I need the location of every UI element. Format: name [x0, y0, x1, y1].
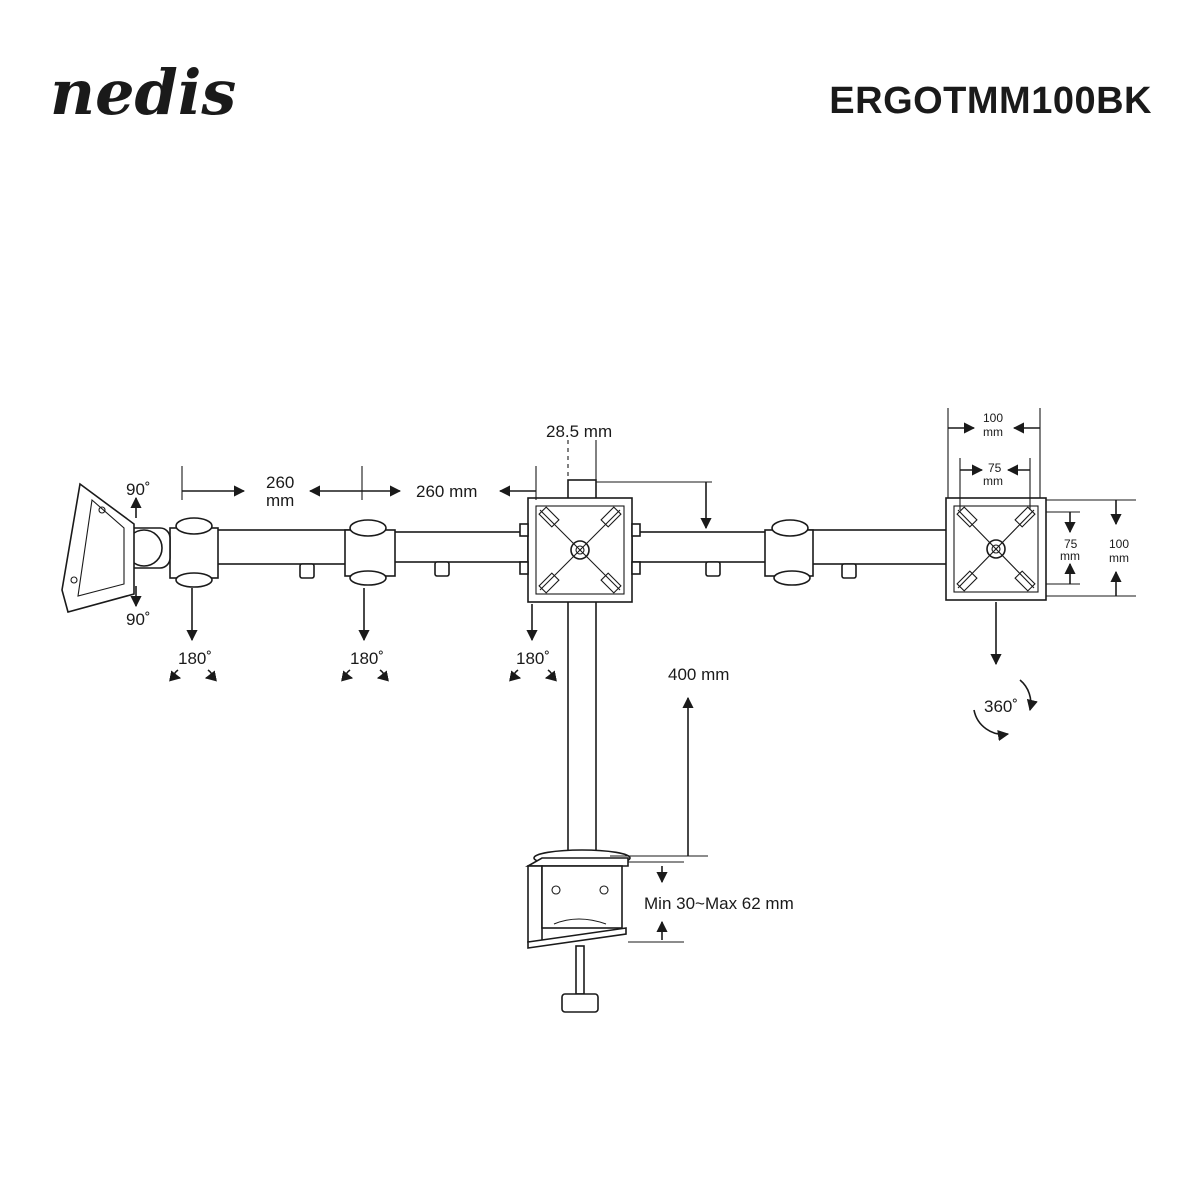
- desk-clamp: [524, 849, 631, 1013]
- pole-top: [567, 479, 597, 501]
- arm-segment-1-label-value: 260: [266, 473, 294, 492]
- plate-recess: [77, 498, 125, 597]
- joint-cap: [771, 519, 809, 537]
- right-joint: [764, 529, 814, 577]
- rotation-indicators: [130, 496, 1038, 742]
- swivel-label-1: 180˚: [178, 649, 212, 668]
- cable-clip: [299, 563, 315, 579]
- logo-wordmark: nedis: [50, 62, 236, 129]
- vesa-inner-side-unit: mm: [1060, 549, 1080, 563]
- clamp-side: [541, 865, 623, 929]
- joint-cap: [773, 570, 811, 586]
- vesa-inner-side-value: 75: [1064, 537, 1078, 551]
- dimension-lines: [181, 408, 1136, 943]
- vesa-inner-top-unit: mm: [983, 474, 1003, 488]
- plate-tab: [631, 561, 641, 575]
- vesa-outer-top-unit: mm: [983, 425, 1003, 439]
- clamp-screw: [575, 945, 585, 995]
- arm-segment-1-label-unit: mm: [266, 491, 294, 510]
- pole-height-label: 400 mm: [668, 665, 729, 684]
- arm-segment-2-label: 260 mm: [416, 482, 477, 501]
- joint-cap: [175, 572, 213, 588]
- left-joint-2: [344, 529, 396, 577]
- clamp-bottom-plate: [527, 927, 627, 949]
- rotate-360-label: 360˚: [984, 697, 1018, 716]
- pole-tube: [567, 599, 597, 857]
- tilt-up-label: 90˚: [126, 480, 151, 499]
- vesa-outer-top-value: 100: [983, 411, 1003, 425]
- right-vesa-plate: [945, 497, 1047, 601]
- center-vesa-plate: [519, 497, 641, 603]
- left-arm-inner-segment: [379, 531, 529, 563]
- cable-clip: [434, 561, 450, 577]
- swivel-label-2: 180˚: [350, 649, 384, 668]
- swivel-label-3: 180˚: [516, 649, 550, 668]
- plate-tab: [519, 561, 529, 575]
- clamp-top-plate: [524, 857, 629, 867]
- cable-clip: [705, 561, 721, 577]
- nedis-logo: nedis: [50, 62, 236, 129]
- plate-tab: [519, 523, 529, 537]
- vesa-outer-side-unit: mm: [1109, 551, 1129, 565]
- clamp-knob: [561, 993, 599, 1013]
- joint-cap: [349, 519, 387, 537]
- cable-clip: [841, 563, 857, 579]
- joint-cap: [175, 517, 213, 535]
- right-arm: [631, 519, 951, 586]
- pole-diameter-label: 28.5 mm: [546, 422, 612, 441]
- left-arm: [61, 482, 529, 613]
- right-arm-inner-segment: [631, 531, 783, 563]
- left-vesa-plate-tilted: [61, 482, 135, 613]
- clamp-body: [527, 865, 543, 943]
- pole: [567, 440, 597, 857]
- joint-cap: [349, 570, 387, 586]
- plate-tab: [631, 523, 641, 537]
- clamp-range-label: Min 30~Max 62 mm: [644, 894, 794, 913]
- model-number: ERGOTMM100BK: [829, 80, 1152, 122]
- vesa-inner-top-value: 75: [988, 461, 1002, 475]
- tilt-down-label: 90˚: [126, 610, 151, 629]
- vesa-outer-side-value: 100: [1109, 537, 1129, 551]
- left-joint-1: [169, 527, 219, 579]
